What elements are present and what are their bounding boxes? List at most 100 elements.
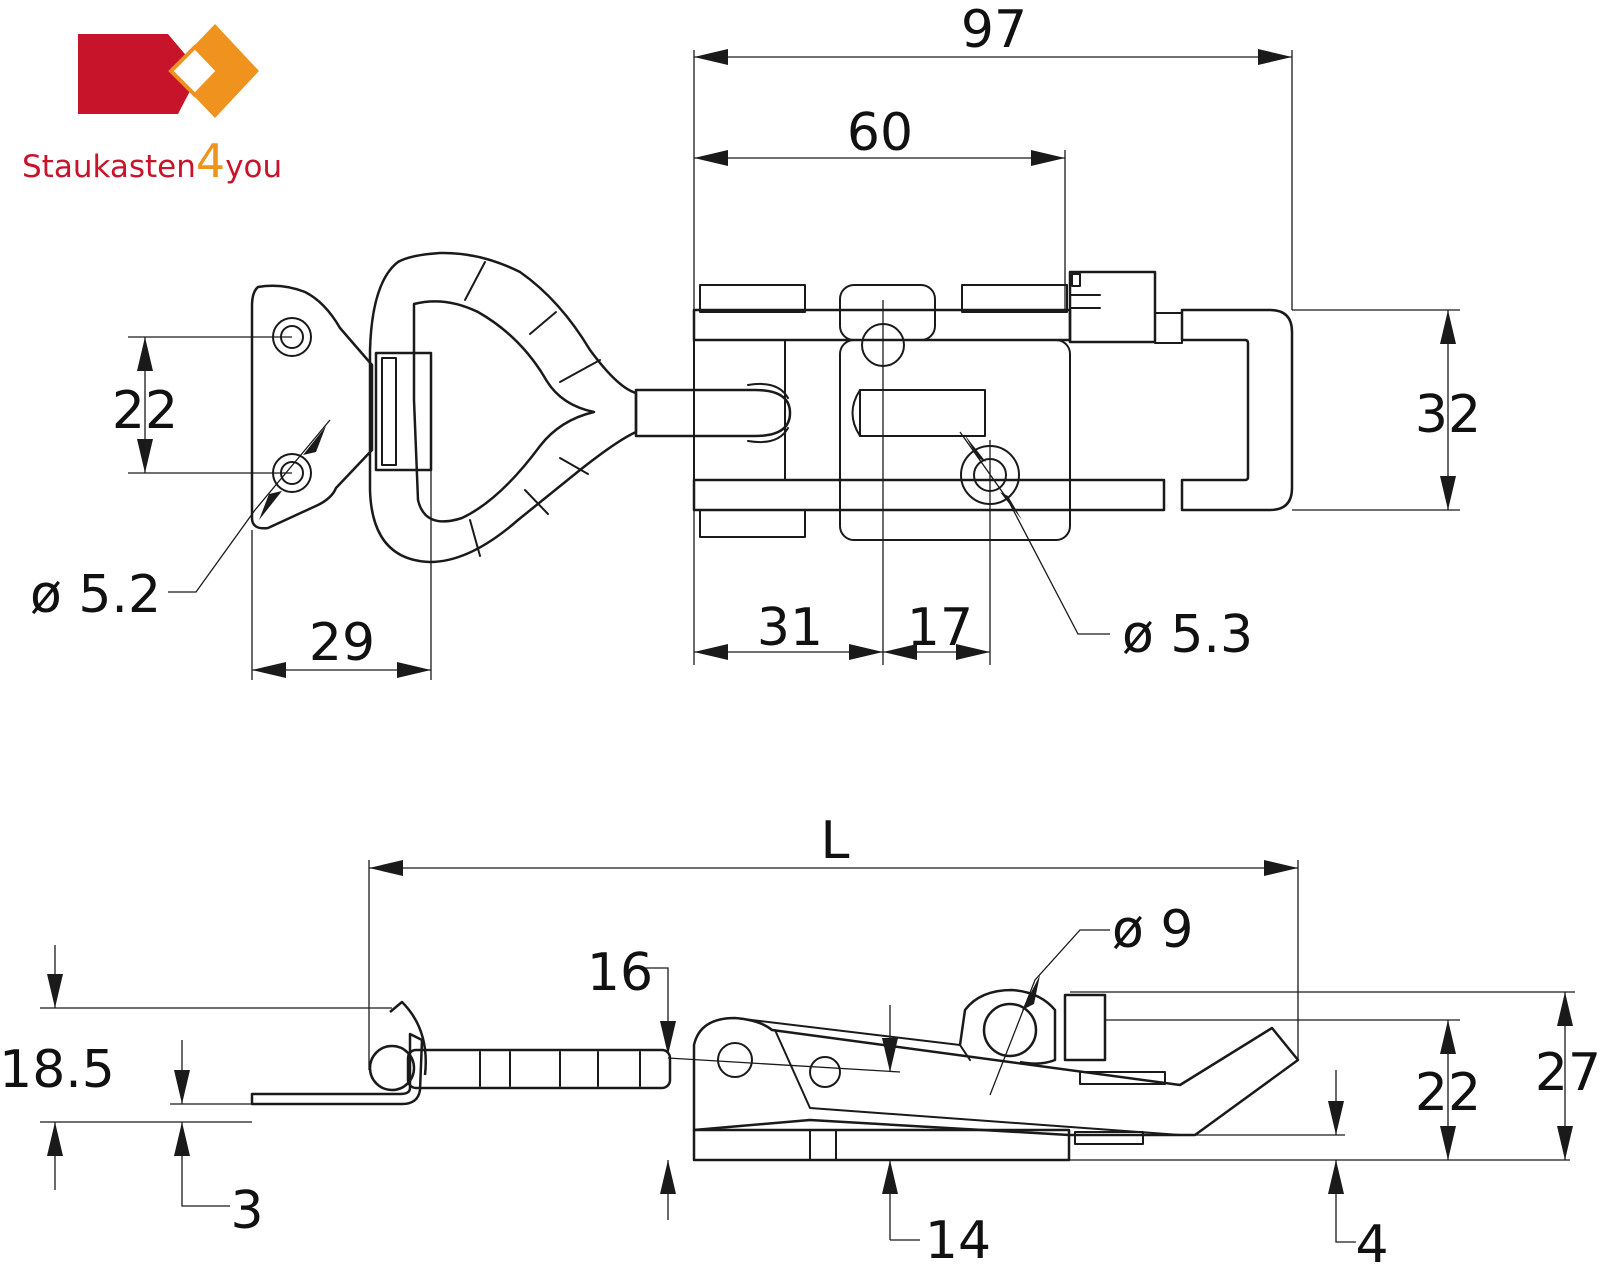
base-plate <box>692 1128 1071 1162</box>
catch-block <box>1063 993 1107 1062</box>
arrow-31-left <box>694 644 728 660</box>
arrow-4-bottom <box>1328 1160 1344 1194</box>
label-22-top: 22 <box>112 381 178 441</box>
arrow-3-top <box>174 1070 190 1104</box>
arrow-97-left <box>694 49 728 65</box>
catch-strip-low <box>1074 1131 1144 1145</box>
label-4: 4 <box>1355 1215 1388 1274</box>
label-97: 97 <box>961 0 1027 60</box>
top-view-dimensions: 97 60 32 22 ø 5.2 29 <box>30 0 1481 680</box>
arrow-22-top <box>137 337 153 371</box>
label-3: 3 <box>230 1181 263 1241</box>
arrow-60-left <box>694 150 728 166</box>
label-dia-9: ø 9 <box>1112 900 1193 960</box>
arrow-29-right <box>397 662 431 678</box>
label-L: L <box>821 811 850 871</box>
arrow-dia-5-3-top <box>964 434 986 462</box>
rod-eye-bottom <box>747 427 789 444</box>
arrow-18-5-bottom <box>47 1122 63 1156</box>
arrow-L-left <box>369 860 403 876</box>
arrow-32-top <box>1440 310 1456 344</box>
wire-loop-inner <box>412 300 596 523</box>
keeper-angle <box>250 1032 424 1106</box>
center-block-body <box>839 339 1071 541</box>
loop-segment-5 <box>524 489 549 515</box>
hinge-knuckle-bottom-left <box>699 509 806 538</box>
arrow-27-bottom <box>1557 1126 1573 1160</box>
arrow-32-bottom <box>1440 476 1456 510</box>
leader-dia-5-2 <box>168 419 331 593</box>
loop-segment-6 <box>469 519 481 557</box>
lever-slot <box>859 389 986 437</box>
arrow-22s-bottom <box>1440 1126 1456 1160</box>
logo-red-shape <box>78 34 200 114</box>
loop-segment-1 <box>464 261 486 301</box>
keeper-hook-tip <box>389 1000 427 1076</box>
wire-loop-outer <box>368 251 638 564</box>
catch-strip <box>1079 1071 1166 1085</box>
rod-body <box>406 1048 672 1090</box>
hinge-knuckle-top-left <box>699 284 806 313</box>
label-dia-5-3: ø 5.3 <box>1122 605 1253 665</box>
arrow-29-left <box>252 662 286 678</box>
arrow-17-right <box>956 644 990 660</box>
lever-top-edge <box>734 1017 971 1061</box>
label-17: 17 <box>907 598 973 658</box>
arrow-22-bottom <box>137 439 153 473</box>
arrow-17-left <box>883 644 917 660</box>
hinge-knuckle-top-right <box>961 284 1068 313</box>
arrow-31-right <box>849 644 883 660</box>
body-bottom-rail <box>692 478 1166 512</box>
leader-16 <box>640 967 669 1045</box>
arrow-97-right <box>1258 49 1292 65</box>
ext-line-16 <box>667 1057 901 1073</box>
catch-stub <box>1154 312 1183 344</box>
hook-clip-outer <box>374 351 433 472</box>
rod-eye-top <box>747 382 789 399</box>
arrow-3-bottom <box>174 1122 190 1156</box>
label-22-side: 22 <box>1415 1063 1481 1123</box>
dim-line-3-bottom <box>181 1122 230 1207</box>
u-hook <box>1180 308 1294 512</box>
arrow-16-bottom <box>660 1160 676 1194</box>
arrow-18-5-top <box>47 974 63 1008</box>
pin-dia-9 <box>982 1002 1038 1058</box>
label-60: 60 <box>847 103 913 163</box>
arrow-60-right <box>1031 150 1065 166</box>
rod-eye <box>368 1044 416 1092</box>
keeper-plate <box>250 284 374 530</box>
leader-dia-5-3 <box>959 431 1110 635</box>
side-view-dimensions: L ø 9 16 18.5 3 22 <box>0 811 1600 1274</box>
arrow-dia-5-2-bottom <box>259 491 282 520</box>
lever-arm <box>692 1016 1300 1137</box>
lever-pivot-mid <box>809 1056 841 1088</box>
label-18-5: 18.5 <box>0 1040 115 1100</box>
catch-tab <box>1071 273 1081 287</box>
arrow-dia-9 <box>1022 975 1040 1010</box>
arrow-4-top <box>1328 1101 1344 1135</box>
leader-dia-9 <box>989 929 1110 1096</box>
arrow-27-top <box>1557 992 1573 1026</box>
brand-logo: Staukasten4you <box>22 24 282 188</box>
arrow-22s-top <box>1440 1020 1456 1054</box>
label-27: 27 <box>1535 1043 1600 1103</box>
label-14: 14 <box>925 1211 991 1271</box>
center-block-top <box>839 284 936 341</box>
top-view-latch <box>250 251 1294 564</box>
arrow-14 <box>882 1160 898 1194</box>
label-29: 29 <box>309 613 375 673</box>
hook-clip-inner <box>381 357 397 466</box>
logo-inner-diamond <box>168 44 221 98</box>
brand-name: Staukasten4you <box>22 134 282 188</box>
label-31: 31 <box>757 598 823 658</box>
label-16: 16 <box>587 943 653 1003</box>
label-dia-5-2: ø 5.2 <box>30 565 161 625</box>
arrow-16 <box>660 1021 676 1055</box>
loop-segment-3 <box>559 359 601 383</box>
arrow-dia-5-3-bottom <box>1000 492 1022 520</box>
catch-housing <box>958 988 1057 1065</box>
lever-pivot-left <box>717 1042 753 1078</box>
side-view-latch <box>250 988 1300 1162</box>
lever-slot-curve <box>851 389 861 437</box>
lever-lower-edge <box>774 1029 1181 1136</box>
